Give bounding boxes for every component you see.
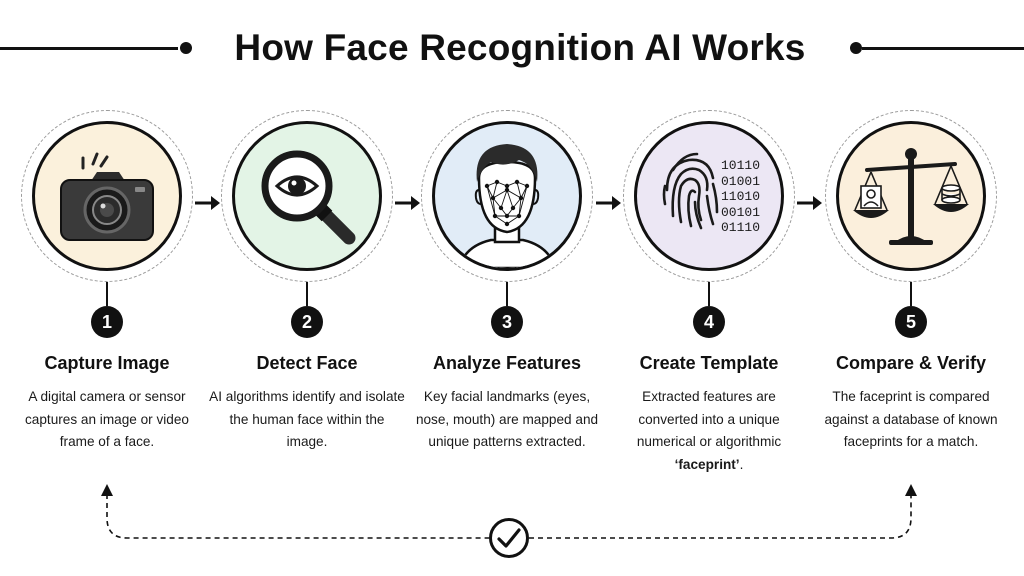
step-capture-image: 1 Capture Image A digital camera or sens… xyxy=(7,110,207,500)
step-detect-face: 2 Detect Face AI algorithms identify and… xyxy=(207,110,407,500)
binary-line: 01110 xyxy=(721,220,761,235)
step-icon-circle xyxy=(432,121,582,271)
step-title: Create Template xyxy=(639,353,779,373)
binary-code: 10110 01001 11010 00101 01110 xyxy=(721,158,777,236)
step-create-template: 10110 01001 11010 00101 01110 4 Create T… xyxy=(609,110,809,500)
title-row: How Face Recognition AI Works xyxy=(0,20,1024,76)
page-title: How Face Recognition AI Works xyxy=(234,27,806,68)
step-analyze-features: 3 Analyze Features Key facial landmarks … xyxy=(407,110,607,500)
step-description-text: Extracted features are converted into a … xyxy=(636,389,782,449)
step-title: Detect Face xyxy=(256,353,358,373)
title-dot-left xyxy=(180,42,192,54)
step-description: AI algorithms identify and isolate the h… xyxy=(209,389,405,449)
step-icon-circle xyxy=(32,121,182,271)
step-compare-verify: 5 Compare & Verify The faceprint is comp… xyxy=(811,110,1011,500)
binary-line: 11010 xyxy=(721,189,761,204)
binary-line: 01001 xyxy=(721,173,761,189)
camera-icon xyxy=(60,152,154,241)
arrow-right-icon xyxy=(596,196,621,210)
step-stem xyxy=(306,282,308,306)
step-number: 5 xyxy=(895,306,927,338)
title-rule-right xyxy=(862,47,1024,50)
step-stem xyxy=(106,282,108,306)
checkmark-icon xyxy=(497,528,521,548)
binary-line: 10110 xyxy=(721,158,761,173)
step-number: 2 xyxy=(291,306,323,338)
step-title: Analyze Features xyxy=(432,353,582,373)
step-description: The faceprint is compared against a data… xyxy=(824,389,998,449)
arrow-right-icon xyxy=(395,196,420,210)
step-description: A digital camera or sensor captures an i… xyxy=(25,389,189,449)
step-icon-circle: 10110 01001 11010 00101 01110 xyxy=(634,121,784,271)
title-dot-right xyxy=(850,42,862,54)
fingerprint-icon xyxy=(662,152,719,230)
step-stem xyxy=(708,282,710,306)
magnifier-eye-icon xyxy=(261,150,356,245)
step-title: Compare & Verify xyxy=(835,353,987,373)
step-stem xyxy=(506,282,508,306)
step-number: 1 xyxy=(91,306,123,338)
arrow-right-icon xyxy=(797,196,822,210)
step-title: Capture Image xyxy=(44,353,170,373)
step-description: Extracted features are converted into a … xyxy=(611,386,807,476)
step-stem xyxy=(910,282,912,306)
arrow-right-icon xyxy=(195,196,220,210)
step-description-end: . xyxy=(739,456,744,472)
face-mesh-icon xyxy=(457,144,557,268)
verify-check xyxy=(489,518,529,558)
step-number: 4 xyxy=(693,306,725,338)
scale-icon xyxy=(853,148,969,245)
binary-line: 00101 xyxy=(721,204,761,220)
step-icon-circle xyxy=(836,121,986,271)
step-number: 3 xyxy=(491,306,523,338)
step-icon-circle xyxy=(232,121,382,271)
title-rule-left xyxy=(0,47,178,50)
step-description: Key facial landmarks (eyes, nose, mouth)… xyxy=(415,389,599,449)
step-description-emphasis: ‘faceprint’ xyxy=(674,456,740,472)
